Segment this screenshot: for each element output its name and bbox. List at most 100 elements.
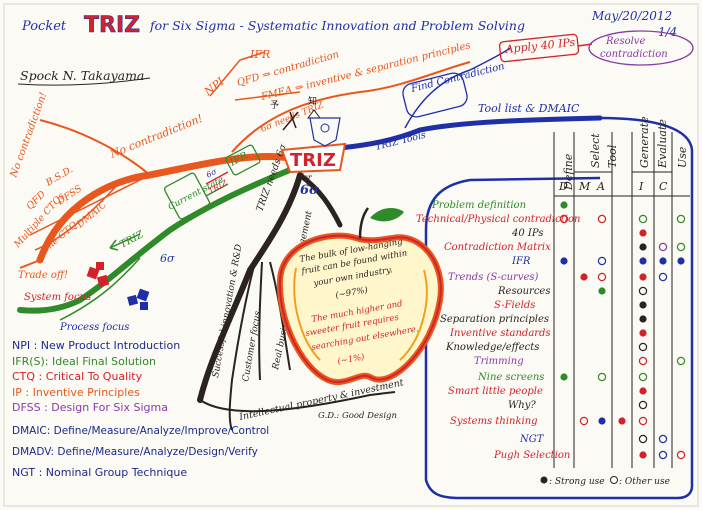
no-contradiction-label: No contradiction!	[107, 112, 204, 161]
table-dot	[639, 243, 647, 251]
table-dot	[597, 272, 607, 282]
strong-use-dot	[540, 476, 548, 484]
table-row-label: S-Fields	[494, 300, 535, 311]
table-dot	[639, 229, 647, 237]
trade-off-label: Trade off!	[18, 270, 68, 281]
table-row-label: Trimming	[474, 356, 524, 367]
puzzle-blue-icon	[127, 288, 150, 310]
orange-branch	[19, 51, 471, 269]
header-tool: Tool	[606, 144, 619, 168]
puzzle-red-icon	[86, 262, 110, 288]
table-row-label: 40 IPs	[511, 228, 543, 239]
table-row-label: IFR	[511, 256, 531, 267]
other-use-label: : Other use	[619, 477, 670, 487]
table-dots	[559, 201, 686, 460]
process-focus-label: Process focus	[59, 322, 129, 333]
glossary-ip: IP : Inventive Principles	[12, 385, 140, 399]
table-dot	[658, 434, 668, 444]
glossary-ifr: IFR(S): Ideal Final Solution	[12, 354, 156, 368]
center-for: for	[299, 173, 313, 182]
table-row-label: Inventive standards	[449, 328, 551, 339]
glossary-ctq: CTQ : Critical To Quality	[12, 370, 143, 383]
table-dot	[560, 201, 568, 209]
table-dot	[597, 372, 607, 382]
page-border	[3, 3, 699, 507]
table-row-label: NGT	[519, 434, 545, 445]
apple-text-8: (~1%)	[337, 351, 366, 367]
letter-c: C	[659, 180, 668, 193]
title-triz: TRIZ	[84, 13, 140, 38]
table-row-label: Technical/Physical contradiction	[416, 214, 580, 225]
table-dot	[658, 242, 668, 252]
center-title: TRIZ	[290, 150, 336, 171]
table-row-label: Pugh Selection	[493, 450, 570, 461]
current-state-label: Current state	[167, 175, 226, 213]
strong-use-label: : Strong use	[549, 477, 605, 487]
table-dot	[639, 257, 647, 265]
header-evaluate: Evaluate	[656, 119, 669, 169]
table-dot	[676, 450, 686, 460]
triz-green-label: TRIZ	[118, 229, 146, 251]
table-row-label: Nine screens	[477, 372, 544, 383]
no-contradiction-vertical: No contradiction!	[8, 91, 49, 180]
table-dot	[676, 356, 686, 366]
ifr-label-orange: IFR	[249, 48, 270, 61]
table-dot	[639, 273, 647, 281]
page-number: 1/4	[658, 25, 677, 39]
header-define: Define	[562, 153, 575, 191]
table-dot	[676, 242, 686, 252]
table-dot	[638, 434, 648, 444]
emblem-icon	[309, 117, 341, 147]
table-dot	[638, 416, 648, 426]
table-dot	[598, 287, 606, 295]
glossary-dmadv: DMADV: Define/Measure/Analyze/Design/Ver…	[12, 446, 258, 458]
blue-branch	[337, 47, 694, 500]
apple-drawing	[276, 207, 444, 386]
table-dot	[580, 273, 588, 281]
glossary: NPI : New Product Introduction IFR(S): I…	[12, 338, 269, 480]
table-dot	[658, 272, 668, 282]
center-sigma: 6σ	[300, 183, 319, 198]
table-row-label: Contradiction Matrix	[444, 242, 551, 253]
header-select: Select	[589, 133, 602, 168]
table-row-label: Trends (S-curves)	[448, 272, 539, 283]
title-rest: for Six Sigma - Systematic Innovation an…	[149, 18, 525, 33]
glossary-dfss: DFSS : Design For Six Sigma	[12, 401, 168, 414]
table-dot	[560, 373, 568, 381]
ifr-green-label: IFR	[227, 150, 250, 169]
table-dot	[638, 400, 648, 410]
table-row-label: Resources	[497, 286, 550, 297]
resolve-ellipse	[588, 30, 694, 66]
table-dot	[597, 214, 607, 224]
table-row-label: Problem definition	[431, 200, 526, 211]
letter-d: D	[558, 180, 568, 193]
apply-ips-box	[498, 33, 580, 63]
table-dot	[638, 214, 648, 224]
table-dot	[658, 450, 668, 460]
glossary-ngt: NGT : Nominal Group Technique	[12, 465, 188, 479]
title-pocket: Pocket	[21, 19, 67, 34]
system-focus-label: System focus	[24, 292, 91, 303]
date: May/20/2012	[591, 9, 672, 23]
resolve-label: Resolve	[605, 36, 645, 47]
table-row-label: Why?	[508, 400, 536, 411]
table-row-label: Separation principles	[440, 314, 549, 325]
letter-i: I	[638, 180, 644, 193]
table-dot	[597, 256, 607, 266]
table-dot	[677, 257, 685, 265]
table-dot	[639, 451, 647, 459]
table-dot	[638, 356, 648, 366]
table-dot	[639, 301, 647, 309]
letter-m: M	[578, 180, 591, 193]
header-use: Use	[676, 146, 689, 168]
table-dot	[638, 372, 648, 382]
tool-list-label: Tool list & DMAIC	[478, 102, 580, 115]
table-dot	[639, 315, 647, 323]
table-dot	[598, 417, 606, 425]
table-dot	[579, 416, 589, 426]
npi-label: NPI	[201, 75, 227, 99]
signature-underline	[17, 77, 151, 86]
